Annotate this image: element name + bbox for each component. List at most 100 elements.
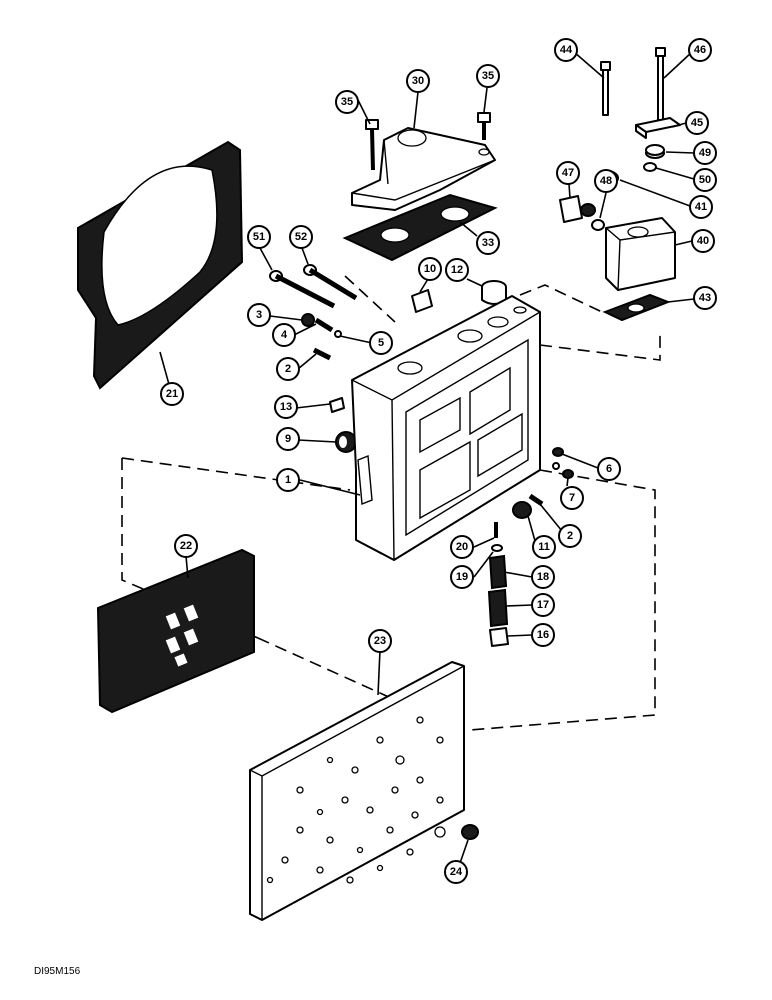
gasket-21 <box>77 140 244 390</box>
bolt-52 <box>303 264 358 301</box>
svg-text:45: 45 <box>691 117 703 129</box>
callout-50: 50 <box>693 168 717 192</box>
svg-text:9: 9 <box>285 433 291 445</box>
bolt-35-right <box>477 112 491 140</box>
svg-text:43: 43 <box>699 292 711 304</box>
svg-text:6: 6 <box>606 463 612 475</box>
callout-19: 19 <box>450 565 474 589</box>
svg-text:46: 46 <box>694 44 706 56</box>
svg-text:30: 30 <box>412 75 424 87</box>
callout-23: 23 <box>368 629 392 653</box>
oring-50 <box>643 162 657 172</box>
spring-4 <box>314 317 334 333</box>
callout-11: 11 <box>532 535 556 559</box>
ball-7 <box>552 462 574 479</box>
pin-2-right <box>528 493 544 507</box>
svg-text:12: 12 <box>451 264 463 276</box>
callout-2-left: 2 <box>276 357 300 381</box>
filter-11 <box>512 501 532 519</box>
svg-text:23: 23 <box>374 635 386 647</box>
spring-18 <box>488 554 508 590</box>
valve-body-1 <box>351 295 541 561</box>
gasket-43 <box>602 293 671 322</box>
svg-text:47: 47 <box>562 167 574 179</box>
svg-text:24: 24 <box>450 866 463 878</box>
callout-2-right: 2 <box>558 524 582 548</box>
svg-text:35: 35 <box>482 70 494 82</box>
callout-49: 49 <box>693 141 717 165</box>
plug-24 <box>461 824 479 840</box>
pin-2-left <box>312 347 332 361</box>
svg-text:17: 17 <box>537 599 549 611</box>
separator-plate-22 <box>96 548 255 714</box>
svg-text:18: 18 <box>537 571 549 583</box>
callout-10: 10 <box>418 257 442 281</box>
housing-40 <box>605 217 676 291</box>
callout-3: 3 <box>247 303 271 327</box>
callout-52: 52 <box>289 225 313 249</box>
spring-3 <box>301 313 315 327</box>
callout-30: 30 <box>406 69 430 93</box>
svg-text:35: 35 <box>341 96 353 108</box>
gasket-33 <box>342 193 498 262</box>
svg-text:40: 40 <box>697 235 709 247</box>
filter-9 <box>335 431 357 453</box>
svg-text:20: 20 <box>456 541 468 553</box>
svg-text:2: 2 <box>567 530 573 542</box>
svg-text:44: 44 <box>560 44 573 56</box>
plug-13 <box>329 397 345 413</box>
svg-text:5: 5 <box>378 337 384 349</box>
callout-1: 1 <box>276 468 300 492</box>
callout-35-left: 35 <box>335 90 359 114</box>
svg-text:13: 13 <box>280 401 292 413</box>
callout-16: 16 <box>531 623 555 647</box>
callout-12: 12 <box>445 258 469 282</box>
plug-16 <box>489 627 509 647</box>
callout-41: 41 <box>689 195 713 219</box>
svg-text:48: 48 <box>600 175 612 187</box>
svg-text:33: 33 <box>482 237 494 249</box>
callout-22: 22 <box>174 534 198 558</box>
ring-49 <box>645 144 665 159</box>
solenoid-47 <box>559 195 596 223</box>
callout-17: 17 <box>531 593 555 617</box>
plug-10 <box>411 289 433 313</box>
bolt-44 <box>600 61 611 116</box>
svg-text:49: 49 <box>699 147 711 159</box>
svg-text:52: 52 <box>295 231 307 243</box>
svg-text:7: 7 <box>569 492 575 504</box>
bolt-51 <box>269 270 336 309</box>
svg-text:22: 22 <box>180 540 192 552</box>
leader-lines <box>159 51 695 870</box>
callout-4: 4 <box>272 323 296 347</box>
ball-5 <box>334 330 342 338</box>
callout-24: 24 <box>444 860 468 884</box>
callout-21: 21 <box>160 382 184 406</box>
callout-35-right: 35 <box>476 64 500 88</box>
callout-40: 40 <box>691 229 715 253</box>
cover-30 <box>351 127 496 211</box>
svg-text:2: 2 <box>285 363 291 375</box>
callout-9: 9 <box>276 427 300 451</box>
callout-47: 47 <box>556 161 580 185</box>
callout-20: 20 <box>450 535 474 559</box>
plate-45 <box>635 117 681 139</box>
svg-text:16: 16 <box>537 629 549 641</box>
svg-text:3: 3 <box>256 309 262 321</box>
drawing-id: DI95M156 <box>34 966 81 977</box>
svg-text:41: 41 <box>695 201 707 213</box>
oring-48 <box>591 219 605 231</box>
callout-44: 44 <box>554 38 578 62</box>
callout-45: 45 <box>685 111 709 135</box>
callout-13: 13 <box>274 395 298 419</box>
bolt-35-left <box>365 119 379 171</box>
svg-text:51: 51 <box>253 231 265 243</box>
callout-48: 48 <box>594 169 618 193</box>
cover-plate-23 <box>249 661 465 921</box>
sleeve-12 <box>481 280 507 305</box>
svg-text:10: 10 <box>424 263 436 275</box>
callout-18: 18 <box>531 565 555 589</box>
callout-51: 51 <box>247 225 271 249</box>
callout-7: 7 <box>560 486 584 510</box>
spring-17 <box>487 588 509 628</box>
